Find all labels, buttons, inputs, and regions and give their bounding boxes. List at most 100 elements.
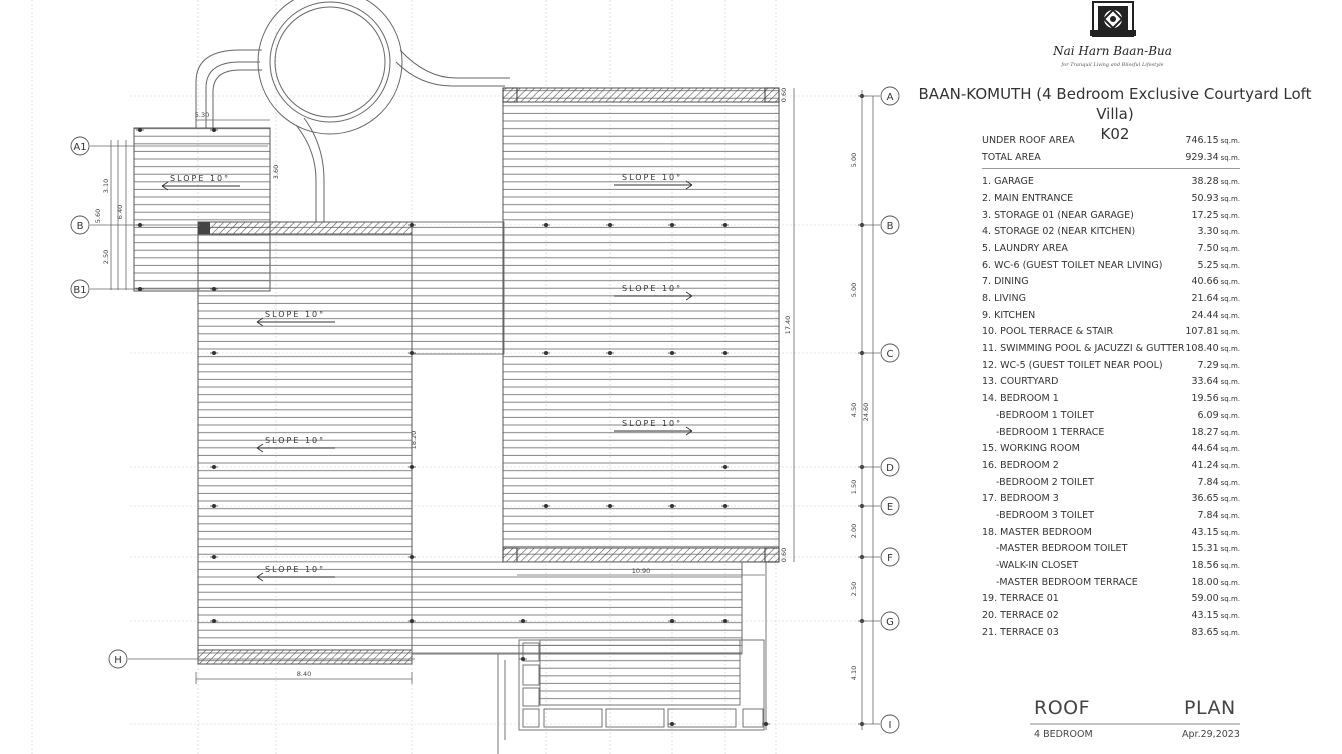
dimension-left: 3.10 xyxy=(102,179,110,193)
dimension-small-right: 3.60 xyxy=(272,165,280,179)
room-name: 11. SWIMMING POOL & JACUZZI & GUTTER xyxy=(982,343,1185,355)
room-unit: sq.m. xyxy=(1220,395,1240,404)
dimension-labels: 5.005.004.501.502.002.504.1024.6017.403.… xyxy=(94,88,870,680)
footer-rule xyxy=(1030,723,1240,725)
room-area: 18.00 xyxy=(1191,576,1219,588)
dimension-right: 4.10 xyxy=(850,666,858,680)
grid-marker xyxy=(542,504,550,508)
room-unit: sq.m. xyxy=(1220,578,1240,587)
room-area: 7.50 xyxy=(1197,242,1219,254)
grid-bubble-D: D xyxy=(858,457,900,477)
room-unit: sq.m. xyxy=(1220,545,1240,554)
dimension-left: 2.50 xyxy=(102,250,110,264)
room-unit: sq.m. xyxy=(1220,328,1240,337)
svg-text:C: C xyxy=(887,349,894,360)
dimension-right: 2.00 xyxy=(850,524,858,538)
room-area: 17.25 xyxy=(1191,209,1219,221)
room-area: 24.44 xyxy=(1191,309,1219,321)
room-name: -BEDROOM 2 TOILET xyxy=(996,476,1094,488)
footer-bedroom-count: 4 BEDROOM xyxy=(1034,729,1093,740)
room-area: 19.56 xyxy=(1191,393,1219,405)
room-area: 21.64 xyxy=(1191,293,1219,305)
room-area: 38.28 xyxy=(1191,176,1219,188)
room-unit: sq.m. xyxy=(1220,244,1240,253)
room-area: 7.29 xyxy=(1197,359,1219,371)
grid-bubble-B: B xyxy=(70,215,90,235)
slope-label: SLOPE 10° xyxy=(614,284,693,301)
grid-marker xyxy=(721,465,729,469)
grid-marker xyxy=(210,504,218,508)
room-unit: sq.m. xyxy=(1220,261,1240,270)
summary-name: UNDER ROOF AREA xyxy=(982,134,1075,146)
room-name: -WALK-IN CLOSET xyxy=(996,560,1079,572)
dimension-bottom-left: 8.40 xyxy=(297,670,311,678)
room-name: 14. BEDROOM 1 xyxy=(982,393,1059,405)
room-area: 6.09 xyxy=(1197,409,1219,421)
dimension-right: 1.50 xyxy=(850,480,858,494)
slope-label: SLOPE 10° xyxy=(256,310,335,327)
room-name: 8. LIVING xyxy=(982,293,1026,305)
grid-marker xyxy=(721,351,729,355)
footer-date: Apr.29,2023 xyxy=(1182,729,1240,740)
grid-marker xyxy=(542,351,550,355)
room-area: 15.31 xyxy=(1191,543,1219,555)
room-name: 2. MAIN ENTRANCE xyxy=(982,192,1074,204)
slope-label: SLOPE 10° xyxy=(256,565,335,582)
footer-right-title: PLAN xyxy=(1184,697,1236,719)
room-unit: sq.m. xyxy=(1220,211,1240,220)
room-name: 4. STORAGE 02 (NEAR KITCHEN) xyxy=(982,226,1136,238)
svg-text:I: I xyxy=(889,720,892,731)
room-name: 21. TERRACE 03 xyxy=(982,626,1059,638)
dimension-right: 2.50 xyxy=(850,582,858,596)
slope-label: SLOPE 10° xyxy=(256,436,335,453)
room-area: 40.66 xyxy=(1191,276,1219,288)
svg-text:A1: A1 xyxy=(73,142,86,153)
room-name: 15. WORKING ROOM xyxy=(982,443,1080,455)
grid-marker xyxy=(606,223,614,227)
room-area: 33.64 xyxy=(1191,376,1219,388)
room-unit: sq.m. xyxy=(1220,411,1240,420)
dimension-right: 4.50 xyxy=(850,403,858,417)
room-unit: sq.m. xyxy=(1220,428,1240,437)
slope-label: SLOPE 10° xyxy=(614,419,693,436)
dimension-bottom-mid: 10.90 xyxy=(632,567,651,575)
terrace-lower xyxy=(411,561,767,754)
grid-bubble-E: E xyxy=(858,496,900,516)
grid-marker xyxy=(762,722,770,726)
room-area: 3.30 xyxy=(1197,226,1219,238)
room-unit: sq.m. xyxy=(1220,612,1240,621)
svg-text:SLOPE 10°: SLOPE 10° xyxy=(265,436,325,445)
room-unit: sq.m. xyxy=(1220,278,1240,287)
room-name: -BEDROOM 1 TOILET xyxy=(996,409,1094,421)
svg-text:SLOPE 10°: SLOPE 10° xyxy=(265,565,325,574)
lotus-emblem-icon xyxy=(1089,1,1136,37)
room-unit: sq.m. xyxy=(1220,378,1240,387)
room-name: -MASTER BEDROOM TERRACE xyxy=(996,576,1138,588)
right-dimension-lines xyxy=(517,88,874,730)
roof-connector xyxy=(411,221,505,355)
svg-text:B1: B1 xyxy=(73,285,86,296)
grid-bubble-B1: B1 xyxy=(70,279,90,299)
